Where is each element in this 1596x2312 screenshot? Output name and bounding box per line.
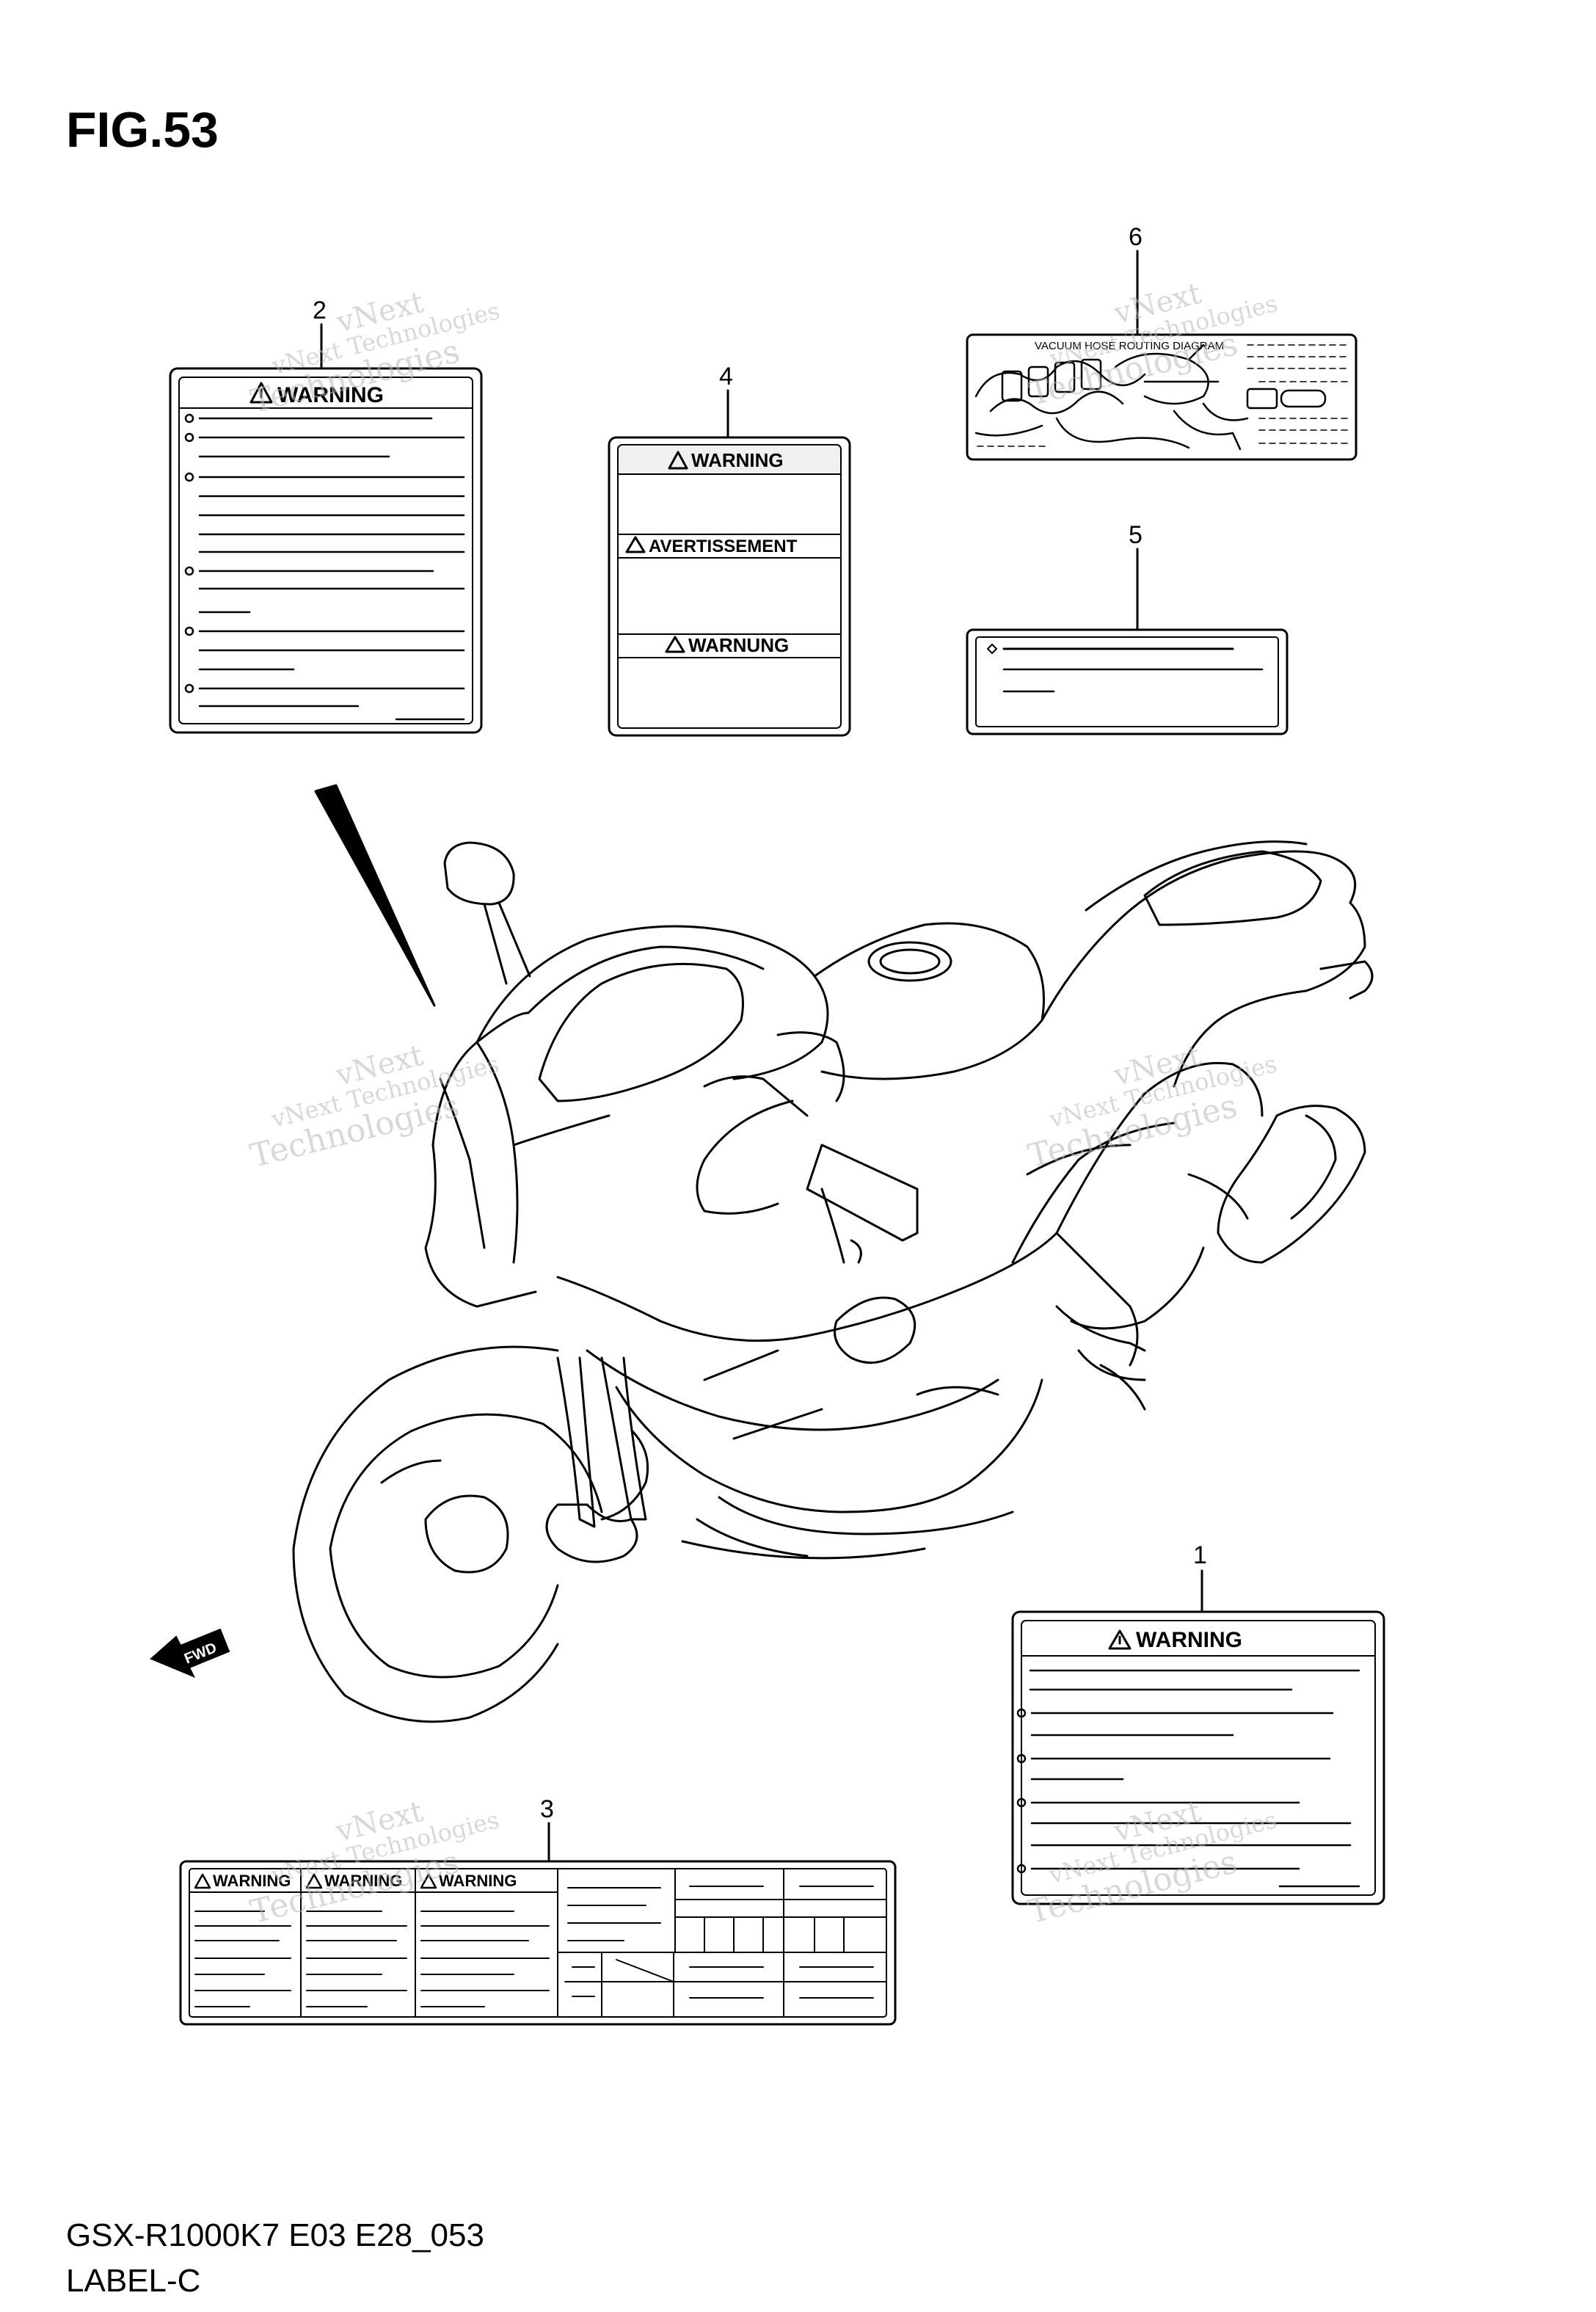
label-3: WARNING WARNING WARNING [179,1860,897,2026]
watermark-4: vNext vNext Technologies Technologies [1024,1039,1280,1175]
label-2: WARNING [169,367,483,734]
callout-2: 2 [313,297,327,368]
watermark-5: vNext vNext Technologies Technologies [247,1795,502,1931]
label-4-heading-fr: AVERTISSEMENT [649,537,798,556]
label-3-heading-2: WARNING [324,1872,402,1890]
label-4-heading-de: WARNUNG [688,634,789,656]
callout-4: 4 [719,363,733,437]
svg-text:6: 6 [1129,223,1143,251]
svg-text:4: 4 [719,363,733,390]
footer-name: LABEL-C [66,2263,200,2299]
watermark-2: vNext vNext Technologies Technologies [247,1039,502,1175]
footer-code: GSX-R1000K7 E03 E28_053 [66,2217,484,2253]
label-5 [966,628,1289,735]
label-4: WARNING AVERTISSEMENT WARNUNG [608,436,851,737]
svg-text:3: 3 [540,1795,554,1823]
callout-3: 3 [540,1795,554,1861]
label-1-heading: WARNING [1136,1628,1242,1652]
svg-text:1: 1 [1193,1541,1207,1569]
warning-triangle-icon [249,382,273,404]
label-6-title: VACUUM HOSE ROUTING DIAGRAM [1035,340,1224,352]
watermark-6: vNext vNext Technologies Technologies [1024,1795,1280,1931]
label-2-heading: WARNING [277,383,384,407]
label-3-heading-3: WARNING [439,1872,517,1890]
motorcycle-drawing [292,784,1374,1723]
figure-title: FIG.53 [66,102,219,158]
leader-wedge [314,784,436,1007]
svg-text:2: 2 [313,297,327,324]
label-4-heading-en: WARNING [691,449,784,471]
label-1: WARNING [1011,1610,1385,1905]
label-6: VACUUM HOSE ROUTING DIAGRAM [966,333,1358,461]
fwd-arrow-icon: FWD [150,1628,230,1678]
label-3-heading-1: WARNING [213,1872,291,1890]
svg-text:5: 5 [1129,521,1143,549]
callout-1: 1 [1193,1541,1207,1612]
callout-5: 5 [1129,521,1143,630]
callout-6: 6 [1129,223,1143,335]
